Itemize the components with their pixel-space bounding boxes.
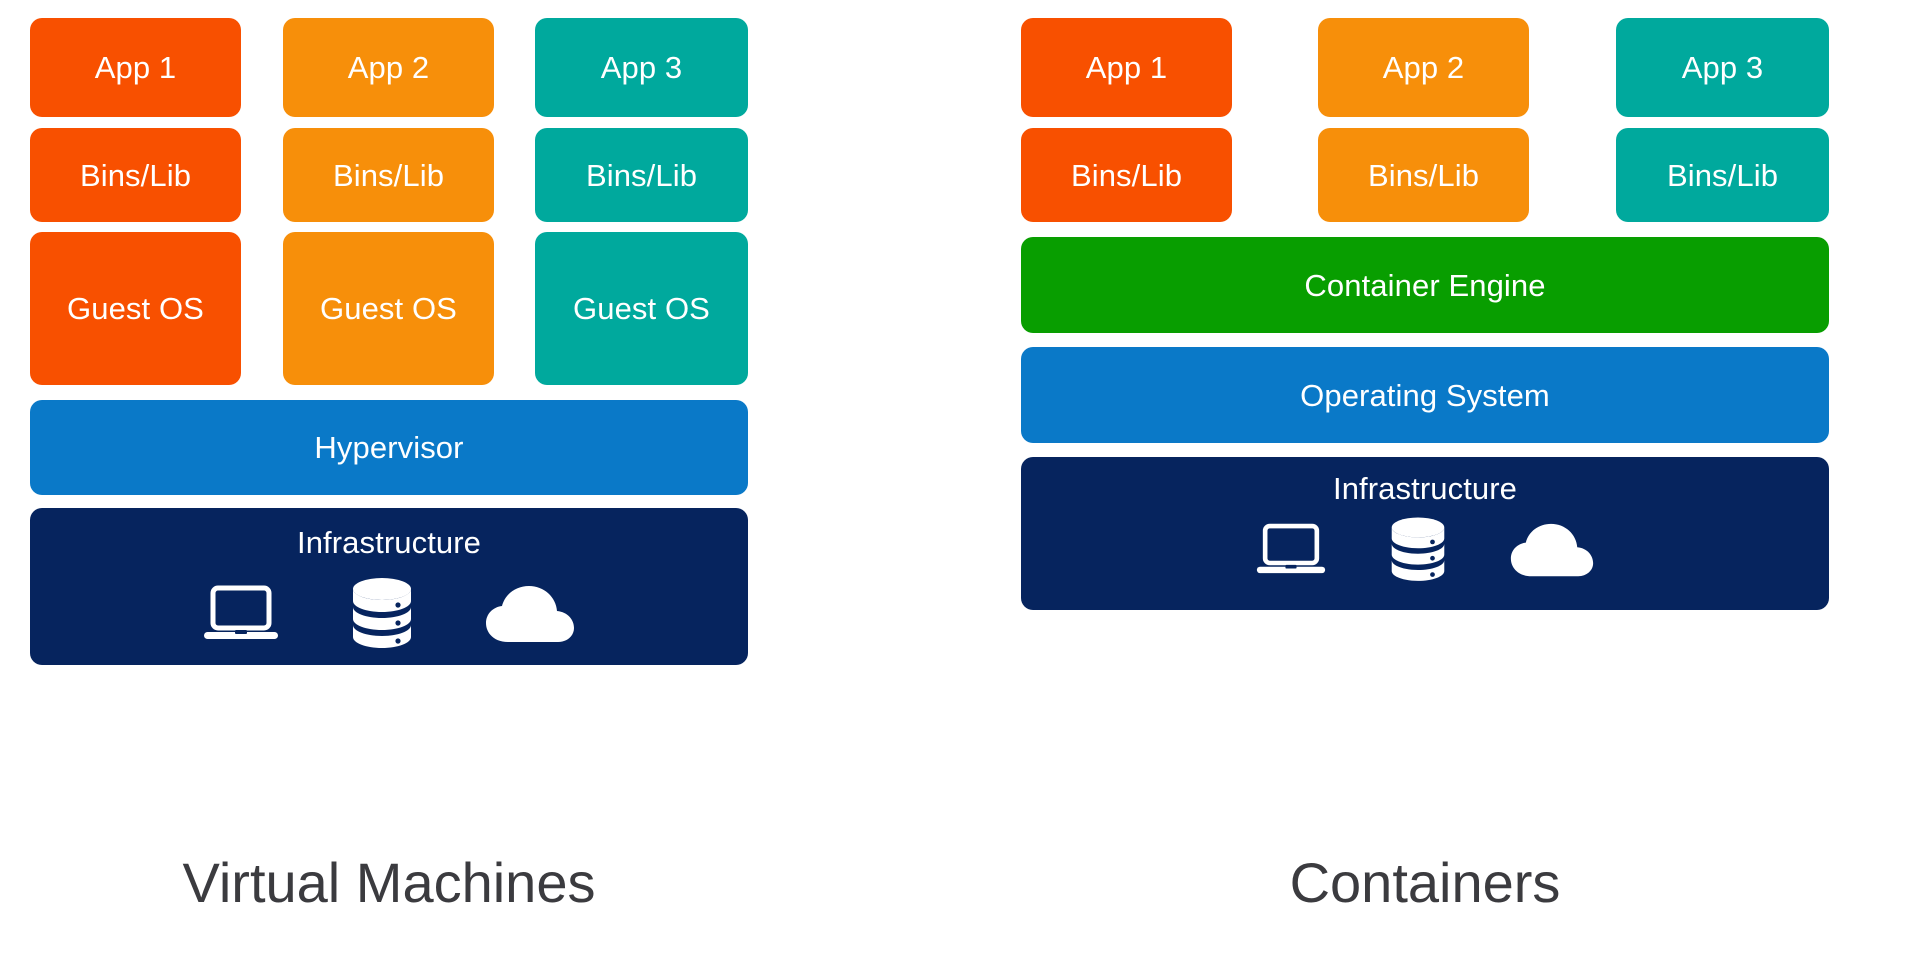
database-icon	[353, 578, 411, 648]
container-col3-bins-label: Bins/Lib	[1666, 157, 1779, 193]
container-col1-bins-box: Bins/Lib	[1021, 128, 1232, 222]
vm-col2-bins-box: Bins/Lib	[283, 128, 494, 222]
container-col1-app-label: App 1	[1085, 50, 1168, 85]
vm-col1-bins-label: Bins/Lib	[79, 157, 192, 193]
vm-col3-app-label: App 3	[600, 50, 683, 85]
vm-col1-bins-box: Bins/Lib	[30, 128, 241, 222]
vm-infrastructure-bar: Infrastructure	[30, 508, 748, 665]
container-col2-bins-box: Bins/Lib	[1318, 128, 1529, 222]
container-col2-app-box: App 2	[1318, 18, 1529, 117]
container-col1-bins-label: Bins/Lib	[1070, 157, 1183, 193]
container-col3-bins-box: Bins/Lib	[1616, 128, 1829, 222]
cloud-icon	[486, 586, 574, 642]
container-engine-label: Container Engine	[1304, 267, 1546, 303]
vm-col3-guestos-box: Guest OS	[535, 232, 748, 385]
vm-col2-app-box: App 2	[283, 18, 494, 117]
vm-col2-app-label: App 2	[347, 50, 430, 85]
containers-caption: Containers	[1289, 851, 1561, 914]
virtual-machines-caption: Virtual Machines	[182, 851, 596, 914]
vm-infrastructure-label: Infrastructure	[296, 525, 482, 560]
vm-infrastructure-icon-strip	[30, 576, 748, 654]
vm-col3-bins-label: Bins/Lib	[585, 157, 698, 193]
vm-hypervisor-label: Hypervisor	[314, 430, 464, 465]
container-col2-app-label: App 2	[1382, 50, 1465, 85]
vm-col1-app-box: App 1	[30, 18, 241, 117]
container-engine-bar: Container Engine	[1021, 237, 1829, 333]
vm-hypervisor-bar: Hypervisor	[30, 400, 748, 495]
vm-col2-bins-label: Bins/Lib	[332, 157, 445, 193]
container-col2-bins-label: Bins/Lib	[1367, 157, 1480, 193]
container-operating-system-bar: Operating System	[1021, 347, 1829, 443]
vm-col3-guestos-label: Guest OS	[573, 291, 710, 326]
container-col3-app-box: App 3	[1616, 18, 1829, 117]
vm-col1-guestos-label: Guest OS	[67, 291, 204, 326]
laptop-icon	[204, 585, 278, 639]
vm-col1-app-label: App 1	[94, 50, 177, 85]
laptop-icon	[1256, 523, 1326, 574]
container-infrastructure-bar: Infrastructure	[1021, 457, 1829, 610]
database-icon	[1391, 517, 1445, 581]
vm-col2-guestos-box: Guest OS	[283, 232, 494, 385]
cloud-icon	[1510, 523, 1594, 577]
vm-col1-guestos-box: Guest OS	[30, 232, 241, 385]
vm-col2-guestos-label: Guest OS	[320, 291, 457, 326]
container-operating-system-label: Operating System	[1300, 377, 1550, 413]
container-infrastructure-icon-strip	[1021, 515, 1829, 587]
vm-col3-app-box: App 3	[535, 18, 748, 117]
container-col3-app-label: App 3	[1681, 50, 1764, 85]
container-infrastructure-label: Infrastructure	[1332, 471, 1518, 506]
vm-col3-bins-box: Bins/Lib	[535, 128, 748, 222]
container-col1-app-box: App 1	[1021, 18, 1232, 117]
